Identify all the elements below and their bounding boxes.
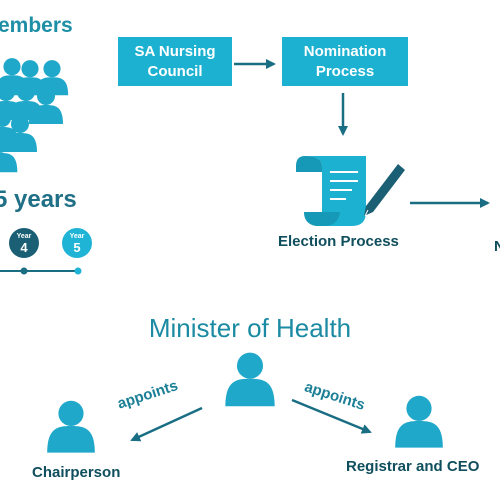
minister-person-icon	[225, 352, 275, 407]
cut-off-label: N	[494, 238, 500, 255]
election-process-label: Election Process	[278, 233, 399, 250]
year-4-badge: Year 4	[9, 228, 39, 258]
timeline	[0, 267, 82, 275]
year-4-number: 4	[20, 239, 28, 255]
chairperson-person-icon	[47, 400, 95, 453]
sa-nursing-council-label: SA Nursing Council	[134, 42, 216, 80]
registrar-and-ceo-label: Registrar and CEO	[346, 458, 480, 475]
minister-of-health-title: Minister of Health	[148, 313, 352, 343]
members-crowd-icon	[0, 58, 69, 173]
registrar-person-icon	[395, 395, 443, 448]
year-4-word: Year	[16, 232, 32, 240]
arrow-appoints-right	[291, 398, 372, 434]
year-5-badge: Year 5	[62, 228, 92, 258]
chairperson-label: Chairperson	[32, 464, 121, 481]
sa-nursing-council-box: SA Nursing Council	[118, 37, 232, 86]
members-title: embers	[0, 14, 73, 37]
year-5-number: 5	[73, 239, 81, 255]
ballot-scroll-icon	[296, 156, 405, 226]
term-years-title: 5 years	[0, 186, 77, 213]
nomination-process-label: Nomination Process	[303, 42, 387, 80]
nomination-process-box: Nomination Process	[282, 37, 408, 86]
year-5-word: Year	[69, 232, 85, 240]
arrow-appoints-left	[130, 406, 203, 442]
